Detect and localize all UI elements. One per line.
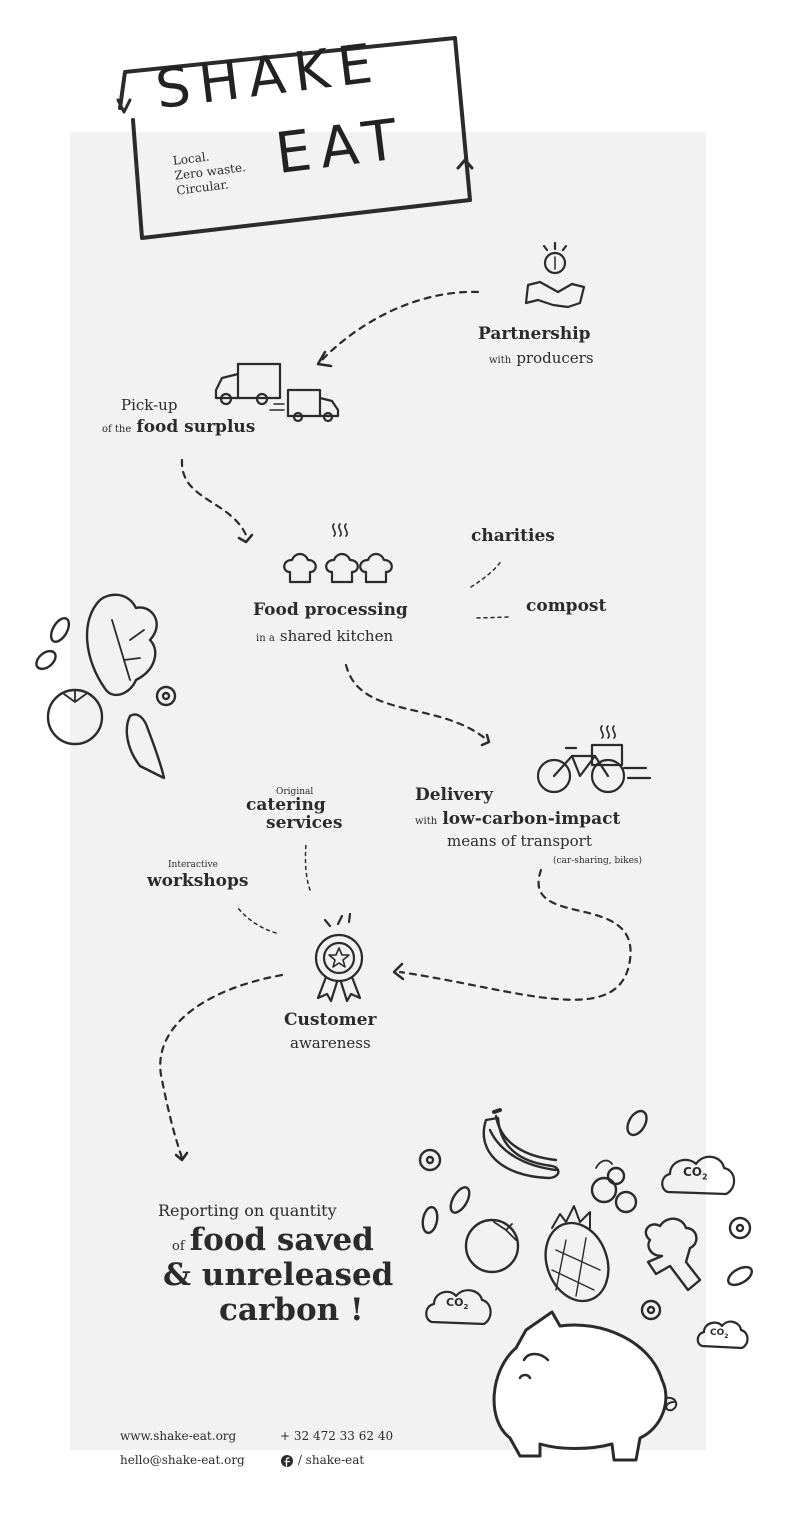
blueberry [418,1148,442,1172]
arrow-to-workshops [237,907,277,934]
reporting-small: of [172,1239,185,1254]
blueberry [590,1176,618,1204]
pickup-sub: of the food surplus [102,417,255,437]
processing-sub-small: in a [256,633,275,644]
processing-sub: in a shared kitchen [256,626,393,645]
arrow-to-catering [304,841,311,891]
footer-phone[interactable]: + 32 472 33 62 40 [280,1429,394,1443]
catering-small: Original [276,787,314,797]
piggy-bank-illustration [492,1310,678,1462]
co2-label-3: CO2 [710,1328,728,1340]
cloud-icon [661,1155,736,1196]
cloud-icon [425,1289,492,1326]
workshops-line1: workshops [147,871,249,891]
processing-title: Food processing [253,600,408,620]
awareness-sub: awareness [290,1034,371,1052]
leaf [449,1186,471,1214]
footer-website[interactable]: www.shake-eat.org [120,1429,237,1443]
co2-text: CO [683,1165,703,1179]
footer-email[interactable]: hello@shake-eat.org [120,1453,245,1467]
banana [482,1116,560,1180]
partnership-sub-small: with [489,355,512,366]
leaf [35,649,57,671]
delivery-line3: means of transport [447,832,592,850]
reporting-line4: carbon ! [219,1292,364,1328]
delivery-sub-small: with [415,816,438,827]
award-badge-icon [314,912,364,1003]
leaf [49,617,71,643]
broccoli [644,1217,702,1292]
catering-line2: services [266,813,343,833]
chef-hats-icon [283,523,393,584]
facebook-icon-art [281,1455,293,1467]
leaf [421,1205,439,1235]
blueberry [728,1216,752,1240]
arrow-to-charities [470,559,503,588]
pickup-sub-main: food surplus [136,417,256,437]
co2-sub: 2 [724,1332,729,1340]
partnership-title: Partnership [478,324,591,344]
lettuce [85,593,158,697]
arrow-partnership-to-pickup [318,290,480,364]
delivery-sub: with low-carbon-impact [415,809,620,829]
workshops-small: Interactive [168,860,218,870]
partnership-sub-main: producers [516,349,594,367]
delivery-sub-main: low-carbon-impact [442,809,621,829]
delivery-title: Delivery [415,785,494,805]
arrow-processing-to-delivery [344,663,489,742]
arrow-pickup-to-processing [180,458,248,537]
leaf [626,1109,648,1137]
trucks-icon [214,362,340,423]
blueberry [606,1166,626,1186]
facebook-handle: / shake-eat [297,1453,365,1467]
reporting-line3: & unreleased [163,1257,394,1293]
catering-line1: catering [246,795,326,815]
blueberry [614,1190,638,1214]
pickup-title: Pick-up [121,396,178,414]
co2-sub: 2 [702,1172,708,1182]
logo-frame [116,36,474,240]
co2-sub: 2 [463,1303,469,1312]
vegetables-illustration [35,593,177,780]
co2-label-2: CO2 [446,1296,468,1311]
charities-label: charities [471,526,555,546]
delivery-note: (car-sharing, bikes) [553,856,643,866]
cloud-icon [696,1320,749,1350]
blueberry [155,685,177,707]
logo-tagline: Local. Zero waste. Circular. [172,145,248,198]
footer-facebook[interactable]: / shake-eat [280,1453,364,1467]
reporting-main: food saved [189,1222,374,1258]
co2-clouds [425,1155,749,1350]
fruits-illustration [418,1108,753,1321]
flow-arrows [159,290,632,1160]
processing-sub-main: shared kitchen [279,627,394,645]
leaf [727,1265,753,1287]
co2-text: CO [446,1296,464,1309]
co2-label-1: CO2 [683,1165,708,1181]
arrow-awareness-to-reporting [159,973,284,1160]
partnership-sub: with producers [489,348,594,367]
co2-text: CO [710,1328,725,1338]
pineapple [544,1221,610,1303]
blueberry [640,1299,662,1321]
awareness-title: Customer [284,1010,377,1030]
reporting-line2: of food saved [172,1222,374,1258]
arrow-to-compost [476,616,511,619]
arrow-delivery-to-awareness [398,868,632,1001]
compost-label: compost [526,596,607,616]
pickup-sub-small: of the [102,424,132,435]
handshake-icon [524,241,586,309]
reporting-line1: Reporting on quantity [158,1201,337,1220]
tomato [464,1218,520,1274]
bike-icon [536,725,652,794]
arrowheads [174,350,491,1162]
chili [125,713,166,780]
